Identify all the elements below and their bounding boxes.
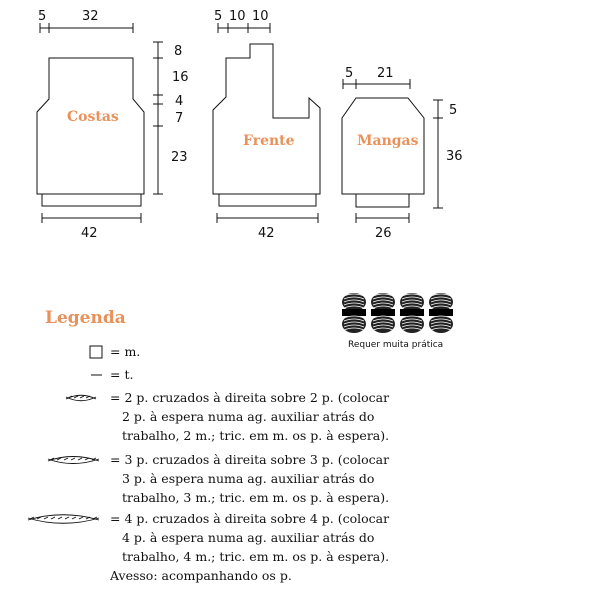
sleeve-label: Mangas: [357, 133, 419, 149]
front-top-dim-1: 5: [214, 9, 222, 24]
legend-title: Legenda: [45, 308, 126, 328]
sleeve-bottom-width-dim: 26: [375, 226, 392, 241]
sleeve-shoulder-dim: 5: [345, 66, 353, 81]
legend-line: = m.: [110, 344, 141, 359]
legend-line: = t.: [110, 367, 134, 382]
yarn-skein-icon: [342, 293, 366, 333]
front-top-dim-3: 10: [252, 9, 269, 24]
yarn-skein-icon: [429, 293, 453, 333]
front-bottom-width-dim: 42: [258, 226, 275, 241]
cable-2-symbol: [65, 394, 97, 402]
legend-item-stitch: = m.: [110, 342, 140, 361]
legend-item-row: = t.: [110, 365, 133, 384]
legend-note: Avesso: acompanhando os p.: [110, 568, 292, 583]
back-piece: [36, 57, 145, 207]
legend-line: trabalho, 2 m.; tric. em m. os p. à espe…: [122, 428, 390, 443]
back-shoulder-dim: 5: [38, 9, 46, 24]
back-top-width-dim: 32: [82, 9, 99, 24]
legend-item-cable-4: = 4 p. cruzados à direita sobre 4 p. (co…: [110, 509, 389, 566]
front-label: Frente: [243, 133, 295, 149]
sleeve-height-dim-1: 5: [449, 103, 457, 118]
back-height-dim-5: 23: [171, 150, 188, 165]
cable-3-symbol: [47, 456, 100, 464]
legend-line: = 2 p. cruzados à direita sobre 2 p. (co…: [110, 390, 390, 405]
sleeve-top-width-dim: 21: [377, 66, 394, 81]
legend-line: trabalho, 3 m.; tric. em m. os p. à espe…: [122, 490, 390, 505]
yarn-skein-icon: [400, 293, 424, 333]
sleeve-height-dim-2: 36: [446, 149, 463, 164]
legend-line: trabalho, 4 m.; tric. em m. os p. à espe…: [122, 549, 390, 564]
back-height-dim-1: 8: [174, 44, 182, 59]
back-height-dim-3: 4: [175, 94, 183, 109]
front-top-dim-2: 10: [229, 9, 246, 24]
legend-line: = 4 p. cruzados à direita sobre 4 p. (co…: [110, 511, 390, 526]
difficulty-caption: Requer muita prática: [348, 340, 444, 350]
yarn-skein-icon: [371, 293, 395, 333]
legend-item-cable-2: = 2 p. cruzados à direita sobre 2 p. (co…: [110, 388, 389, 445]
legend-line: 3 p. à espera numa ag. auxiliar atrás do: [122, 471, 375, 486]
cable-4-symbol: [27, 514, 100, 524]
square-symbol: [89, 345, 103, 359]
back-height-dim-2: 16: [172, 70, 189, 85]
legend-line: = 3 p. cruzados à direita sobre 3 p. (co…: [110, 452, 390, 467]
back-label: Costas: [67, 109, 119, 125]
legend-item-cable-3: = 3 p. cruzados à direita sobre 3 p. (co…: [110, 450, 389, 507]
legend-line: 4 p. à espera numa ag. auxiliar atrás do: [122, 530, 375, 545]
front-piece: [212, 43, 321, 207]
legend-line: 2 p. à espera numa ag. auxiliar atrás do: [122, 409, 375, 424]
sleeve-piece: [341, 97, 425, 208]
back-bottom-width-dim: 42: [81, 226, 98, 241]
back-height-dim-4: 7: [175, 111, 183, 126]
difficulty-skeins: [342, 293, 453, 333]
